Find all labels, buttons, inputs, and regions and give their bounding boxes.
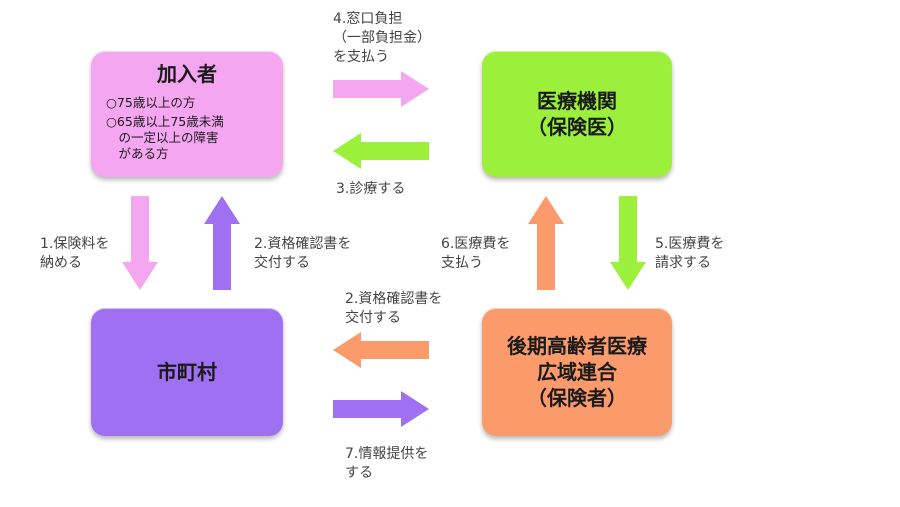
label-info: 7.情報提供を する bbox=[345, 446, 429, 481]
label-cert-to-member: 2.資格確認書を 交付する bbox=[254, 236, 352, 271]
label-premium: 1.保険料を 納める bbox=[40, 236, 110, 271]
arrow-members-to-medical bbox=[333, 71, 429, 107]
label-treatment: 3.診療する bbox=[336, 181, 406, 197]
arrow-members-to-municipality bbox=[122, 196, 158, 290]
union-box: 後期高齢者医療 広域連合 （保険者） bbox=[482, 308, 672, 436]
arrow-union-to-medical bbox=[528, 196, 564, 290]
arrow-medical-to-union bbox=[610, 196, 646, 290]
label-cert-to-city: 2.資格確認書を 交付する bbox=[345, 291, 443, 326]
members-box: 加入者 ○75歳以上の方 ○65歳以上75歳未満 の一定以上の障害 がある方 bbox=[91, 51, 283, 177]
label-window-payment: 4.窓口負担 （一部負担金） を支払う bbox=[333, 11, 431, 65]
members-list: ○75歳以上の方 ○65歳以上75歳未満 の一定以上の障害 がある方 bbox=[106, 95, 283, 162]
municipality-box: 市町村 bbox=[91, 308, 283, 436]
union-title: 後期高齢者医療 広域連合 （保険者） bbox=[507, 334, 647, 410]
arrow-municipality-to-members bbox=[204, 196, 240, 290]
municipality-title: 市町村 bbox=[157, 360, 217, 384]
label-pay-fee: 6.医療費を 支払う bbox=[441, 236, 511, 271]
arrow-union-to-municipality bbox=[333, 332, 429, 368]
arrow-municipality-to-union bbox=[333, 391, 429, 427]
medical-institution-box: 医療機関 （保険医） bbox=[482, 51, 672, 177]
members-title: 加入者 bbox=[157, 62, 217, 86]
label-bill-fee: 5.医療費を 請求する bbox=[655, 236, 725, 271]
members-item-1: ○75歳以上の方 bbox=[106, 95, 196, 110]
arrow-medical-to-members bbox=[333, 133, 429, 169]
medical-institution-title: 医療機関 （保険医） bbox=[527, 89, 627, 139]
members-item-2: ○65歳以上75歳未満 の一定以上の障害 がある方 bbox=[106, 114, 224, 161]
